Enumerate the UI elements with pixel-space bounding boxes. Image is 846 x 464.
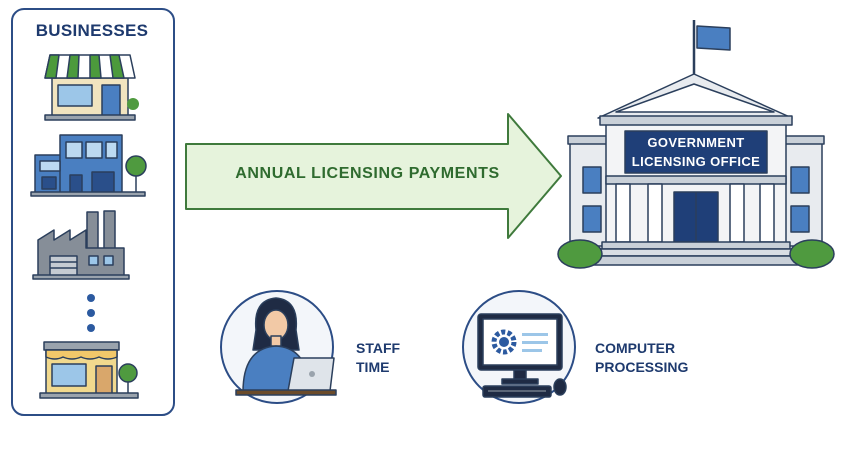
gear-icon (491, 329, 517, 355)
computer-processing-label: COMPUTER PROCESSING (595, 339, 688, 377)
staff-time-label: STAFF TIME (356, 339, 400, 377)
staff-icon (220, 290, 337, 404)
staff-label-line: STAFF (356, 340, 401, 356)
factory-icon (32, 210, 130, 280)
small-shop-icon (39, 341, 139, 399)
staff-label-line: TIME (356, 359, 390, 375)
computer-label-line: PROCESSING (595, 359, 689, 375)
government-sign-line: LICENSING OFFICE (631, 154, 761, 169)
storefront-icon (44, 54, 139, 121)
arrow-label: ANNUAL LICENSING PAYMENTS (235, 165, 500, 182)
mouse-icon (553, 378, 567, 396)
businesses-title: BUSINESSES (35, 21, 149, 40)
government-sign: GOVERNMENT LICENSING OFFICE (625, 133, 767, 171)
government-building-icon (557, 20, 835, 269)
government-sign-line: GOVERNMENT (647, 135, 745, 150)
ellipsis-dots (87, 294, 95, 332)
flag-icon (696, 25, 731, 51)
office-building-icon (30, 134, 147, 197)
payment-flow-arrow (185, 113, 562, 239)
computer-icon (462, 290, 576, 404)
computer-label-line: COMPUTER (595, 340, 676, 356)
